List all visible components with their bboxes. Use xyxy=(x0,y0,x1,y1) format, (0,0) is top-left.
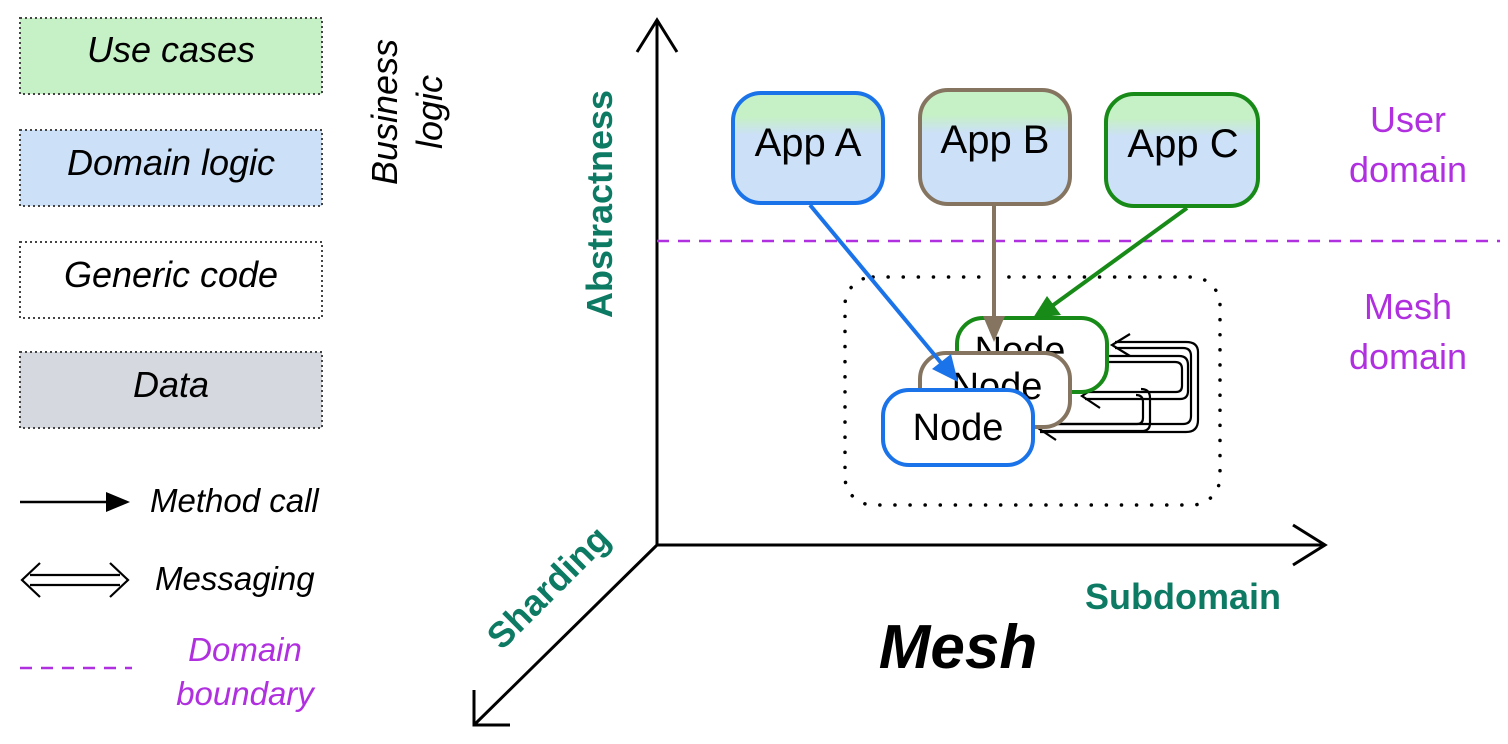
business-logic-label: Business logic xyxy=(364,39,450,185)
x-axis-label: Subdomain xyxy=(1085,576,1281,617)
app-c[interactable]: App C xyxy=(1104,92,1260,208)
app-a-call-line xyxy=(808,203,944,366)
messaging-right-head xyxy=(109,562,130,598)
use-cases-swatch xyxy=(19,17,323,95)
messaging-label: Messaging xyxy=(155,560,315,597)
data-swatch xyxy=(19,351,323,429)
legend-domain-boundary: Domain boundary xyxy=(20,631,316,712)
app-b-label: App B xyxy=(941,118,1050,162)
generic-code-swatch xyxy=(19,241,323,319)
app-c-box[interactable] xyxy=(1104,92,1260,208)
data-label: Data xyxy=(133,364,209,405)
domain-boundary-line1: Domain xyxy=(188,631,302,668)
messaging-loop-inner-a xyxy=(1040,393,1145,426)
legend: Use cases Domain logic Generic code Data… xyxy=(19,17,450,712)
legend-data: Data xyxy=(19,351,323,429)
mesh-region-box xyxy=(843,275,1222,507)
diagram-title: Mesh xyxy=(879,613,1037,682)
legend-use-cases: Use cases xyxy=(19,17,323,95)
use-cases-label: Use cases xyxy=(87,29,255,70)
user-domain-line1: User xyxy=(1370,99,1446,140)
method-call-arrowhead xyxy=(106,492,130,512)
app-a[interactable]: App A xyxy=(731,91,885,205)
messaging-loop-mid-a xyxy=(1085,360,1184,394)
generic-code-label: Generic code xyxy=(64,254,278,295)
messaging-loops xyxy=(1036,333,1200,441)
node-front-box[interactable] xyxy=(881,388,1035,467)
app-c-label: App C xyxy=(1127,122,1238,166)
app-b[interactable]: App B xyxy=(918,88,1072,206)
y-axis-arrowhead xyxy=(635,17,679,53)
node-front-label: Node xyxy=(913,407,1004,449)
mesh-domain-label: Mesh domain xyxy=(1349,286,1467,377)
messaging-lines xyxy=(30,573,120,587)
z-axis-line xyxy=(472,543,659,727)
method-call-arrows xyxy=(808,203,1189,382)
messaging-loop-outer-b xyxy=(1040,340,1200,434)
app-b-box[interactable] xyxy=(918,88,1072,206)
app-a-box[interactable] xyxy=(731,91,885,205)
domain-logic-swatch xyxy=(19,129,323,207)
z-axis-label: Sharding xyxy=(479,518,618,657)
messaging-loop-inner-b xyxy=(1040,387,1152,433)
messaging-loop-mid-b xyxy=(1085,354,1190,401)
user-domain-line2: domain xyxy=(1349,149,1467,190)
user-domain-label: User domain xyxy=(1349,99,1467,190)
messaging-loop-head-top xyxy=(1109,333,1131,357)
x-axis-arrowhead xyxy=(1292,523,1328,567)
legend-domain-logic: Domain logic xyxy=(19,129,323,207)
business-logic-line2: logic xyxy=(409,75,450,149)
app-c-call-line xyxy=(1050,206,1189,308)
app-b-call-arrowhead xyxy=(983,316,1005,342)
app-a-call-arrowhead xyxy=(932,354,958,382)
messaging-left-head xyxy=(20,562,41,598)
legend-method-call: Method call xyxy=(20,482,320,519)
app-a-label: App A xyxy=(755,121,862,165)
y-axis-label: Abstractness xyxy=(579,90,620,318)
mesh-domain-line1: Mesh xyxy=(1364,286,1452,327)
z-axis-arrowhead xyxy=(472,690,510,727)
domain-boundary-line2: boundary xyxy=(176,675,316,712)
app-c-call-arrowhead xyxy=(1033,296,1061,318)
legend-generic-code: Generic code xyxy=(19,241,323,319)
business-logic-line1: Business xyxy=(364,39,405,185)
mesh-domain-line2: domain xyxy=(1349,336,1467,377)
method-call-label: Method call xyxy=(150,482,320,519)
domain-logic-label: Domain logic xyxy=(67,142,275,183)
messaging-loop-outer-a xyxy=(1040,346,1193,426)
legend-messaging: Messaging xyxy=(20,560,315,598)
node-front[interactable]: Node xyxy=(881,388,1035,467)
